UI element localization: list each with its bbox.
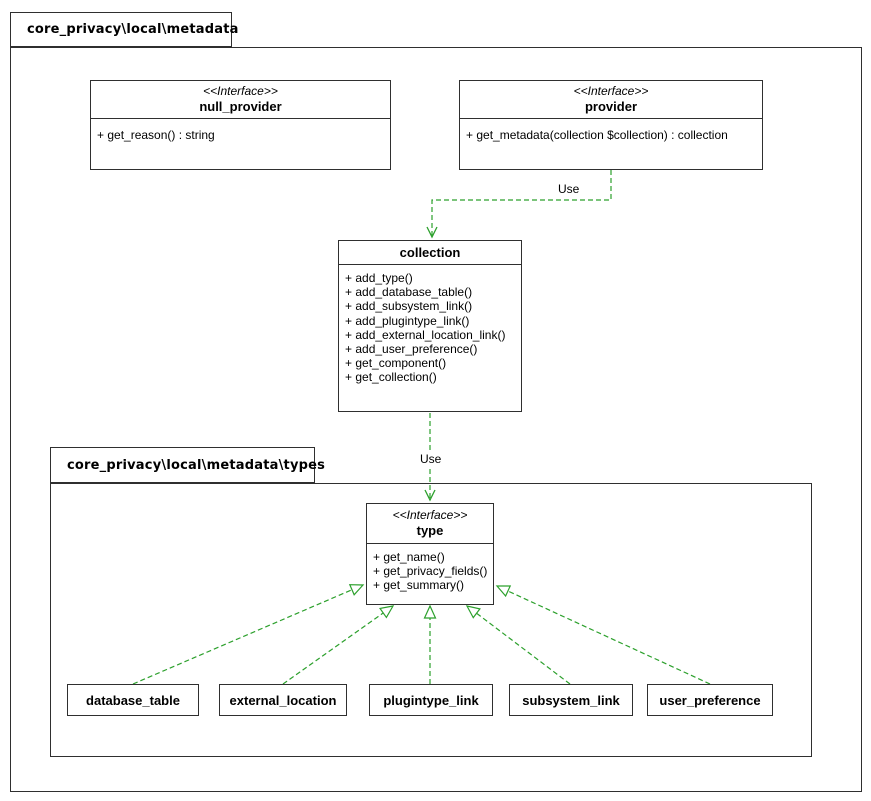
method-list: + get_name() + get_privacy_fields() + ge… [367,544,493,593]
method-item: + add_database_table() [345,285,473,300]
class-name: collection [399,244,461,260]
package-core-privacy-local-metadata-tab: core_privacy\local\metadata [10,12,238,47]
method-item: + get_privacy_fields() [373,564,488,579]
stereotype-label: <<Interface>> [573,84,649,98]
class-name: type [416,523,444,538]
method-item: + get_collection() [345,370,437,385]
class-header: <<Interface>> null_provider [91,81,390,119]
package-label: core_privacy\local\metadata [27,22,239,37]
stereotype-label: <<Interface>> [203,84,278,98]
class-name: subsystem_link [522,692,620,708]
package-types-body [50,483,812,757]
class-box-database-table: database_table [67,684,199,716]
method-item: + add_plugintype_link() [345,313,470,328]
stereotype-label: <<Interface>> [392,508,468,522]
class-name: provider [584,99,637,114]
class-name: database_table [86,692,180,708]
class-box-subsystem-link: subsystem_link [509,684,633,716]
method-item: + add_external_location_link() [345,327,506,342]
class-box-null-provider: <<Interface>> null_provider + get_reason… [90,80,391,170]
class-box-collection: collection + add_type() + add_database_t… [338,240,522,412]
use-edge-label: Use [556,182,582,196]
class-box-plugintype-link: plugintype_link [369,684,493,716]
method-list: + add_type() + add_database_table() + ad… [339,265,521,385]
method-item: + get_metadata(collection $collection) :… [466,128,728,142]
use-edge-label: Use [418,452,444,466]
class-box-external-location: external_location [219,684,347,716]
class-name: null_provider [199,99,282,114]
class-box-provider: <<Interface>> provider + get_metadata(co… [459,80,763,170]
package-core-privacy-local-metadata-body [10,47,862,792]
method-item: + get_name() [373,550,445,564]
method-item: + get_reason() : string [97,128,215,142]
class-header: collection [339,241,521,265]
class-name: user_preference [659,692,761,708]
method-item: + add_user_preference() [345,342,478,357]
method-list: + get_reason() : string [91,119,390,142]
package-label: core_privacy\local\metadata\types [67,457,326,473]
method-item: + add_subsystem_link() [345,299,473,314]
method-item: + get_component() [345,356,447,371]
class-box-user-preference: user_preference [647,684,773,716]
class-header: <<Interface>> provider [460,81,762,119]
method-item: + get_summary() [373,578,465,593]
method-list: + get_metadata(collection $collection) :… [460,119,762,142]
package-types-tab: core_privacy\local\metadata\types [50,447,325,483]
class-box-type: <<Interface>> type + get_name() + get_pr… [366,503,494,605]
class-header: <<Interface>> type [367,504,493,544]
class-name: plugintype_link [383,692,479,708]
class-name: external_location [229,692,337,708]
method-item: + add_type() [345,271,413,285]
